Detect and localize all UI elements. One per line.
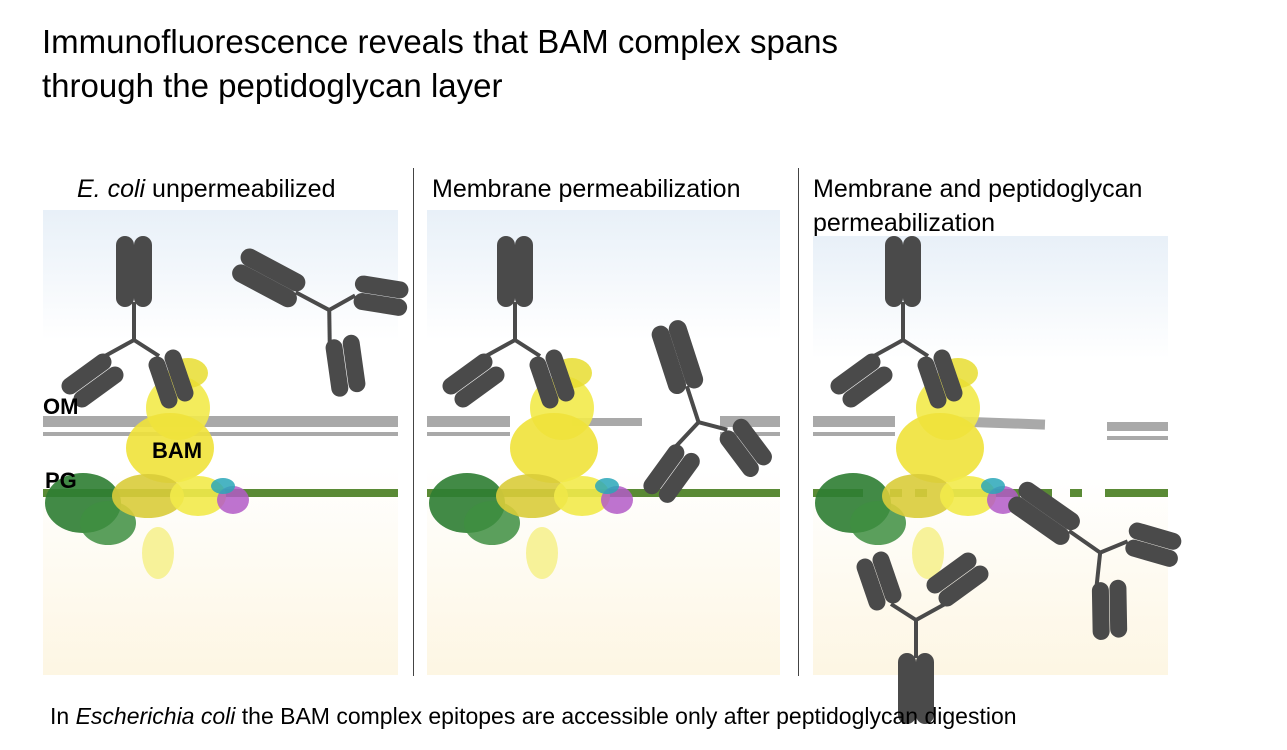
- caption-rest: the BAM complex epitopes are accessible …: [235, 703, 1017, 729]
- panel-3-label-line-2: permeabilization: [813, 209, 996, 237]
- panel-1-label-rest: unpermeabilized: [145, 175, 336, 203]
- title-line-1: Immunofluorescence reveals that BAM comp…: [42, 23, 839, 60]
- title-line-2: through the peptidoglycan layer: [42, 67, 503, 104]
- panel-1-label: E. coli unpermeabilized: [77, 172, 336, 206]
- panel-1-outer-membrane: [43, 416, 398, 436]
- outer-membrane-label: OM: [43, 394, 79, 419]
- panel-1-label-italic: E. coli: [77, 175, 146, 203]
- panel-3-label-line-1: Membrane and peptidoglycan: [813, 175, 1143, 203]
- peptidoglycan-label: PG: [45, 468, 77, 493]
- bam-label: BAM: [152, 438, 203, 463]
- panel-3-outer-membrane: [813, 416, 1168, 440]
- panel-2-label: Membrane permeabilization: [432, 175, 741, 203]
- panel-divider-2: [798, 168, 799, 676]
- caption-italic: Escherichia coli: [75, 703, 236, 729]
- panel-divider-1: [413, 168, 414, 676]
- panel-3-label: Membrane and peptidoglycan permeabilizat…: [813, 172, 1142, 240]
- panel-1-background: [43, 210, 398, 675]
- caption: In Escherichia coli the BAM complex epit…: [50, 703, 1017, 730]
- caption-prefix: In: [50, 703, 76, 729]
- slide-title: Immunofluorescence reveals that BAM comp…: [42, 20, 1042, 108]
